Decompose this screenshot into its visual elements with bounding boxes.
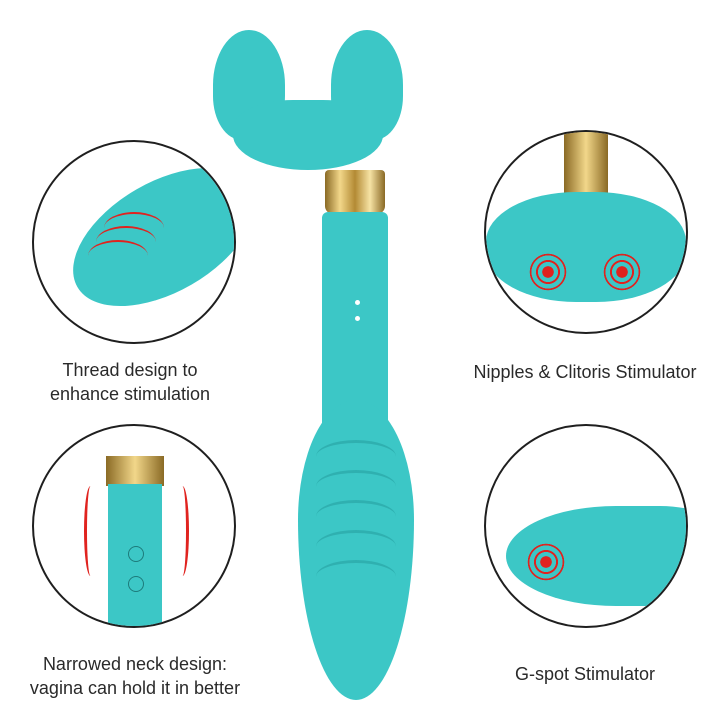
ridge bbox=[316, 470, 396, 503]
target-icon bbox=[528, 252, 568, 292]
ridge bbox=[316, 500, 396, 533]
power-icon bbox=[128, 576, 144, 592]
ridge-highlight bbox=[104, 212, 164, 244]
ridge bbox=[316, 440, 396, 473]
callout-circle-thread bbox=[32, 140, 236, 344]
closeup-collar bbox=[564, 132, 608, 202]
closeup-collar bbox=[106, 456, 164, 486]
indicator-dot bbox=[355, 316, 360, 321]
caption-line: Nipples & Clitoris Stimulator bbox=[473, 362, 697, 382]
caption-line: enhance stimulation bbox=[49, 384, 211, 404]
closeup-ring bbox=[486, 192, 686, 302]
narrow-indicator-right bbox=[176, 486, 189, 576]
product-head bbox=[213, 30, 403, 170]
ridge bbox=[316, 530, 396, 563]
caption-line: Thread design to bbox=[62, 360, 198, 380]
mode-icon bbox=[128, 546, 144, 562]
target-icon bbox=[602, 252, 642, 292]
ridge-highlight bbox=[96, 226, 156, 258]
narrow-indicator-left bbox=[84, 486, 97, 576]
caption-neck: Narrowed neck design: vagina can hold it… bbox=[0, 652, 270, 700]
callout-circle-neck bbox=[32, 424, 236, 628]
caption-line: Narrowed neck design: bbox=[42, 654, 228, 674]
callout-circle-nipple-clitoris bbox=[484, 130, 688, 334]
caption-gspot: G-spot Stimulator bbox=[480, 662, 690, 686]
caption-nipple-clitoris: Nipples & Clitoris Stimulator bbox=[450, 360, 720, 384]
callout-circle-gspot bbox=[484, 424, 688, 628]
caption-line: G-spot Stimulator bbox=[514, 664, 656, 684]
caption-line: vagina can hold it in better bbox=[29, 678, 241, 698]
target-icon bbox=[526, 542, 566, 582]
ridge bbox=[316, 560, 396, 593]
ridge-highlight bbox=[88, 240, 148, 272]
head-ring-base bbox=[233, 100, 383, 170]
gold-collar bbox=[325, 170, 385, 214]
caption-thread: Thread design to enhance stimulation bbox=[20, 358, 240, 406]
indicator-dot bbox=[355, 300, 360, 305]
